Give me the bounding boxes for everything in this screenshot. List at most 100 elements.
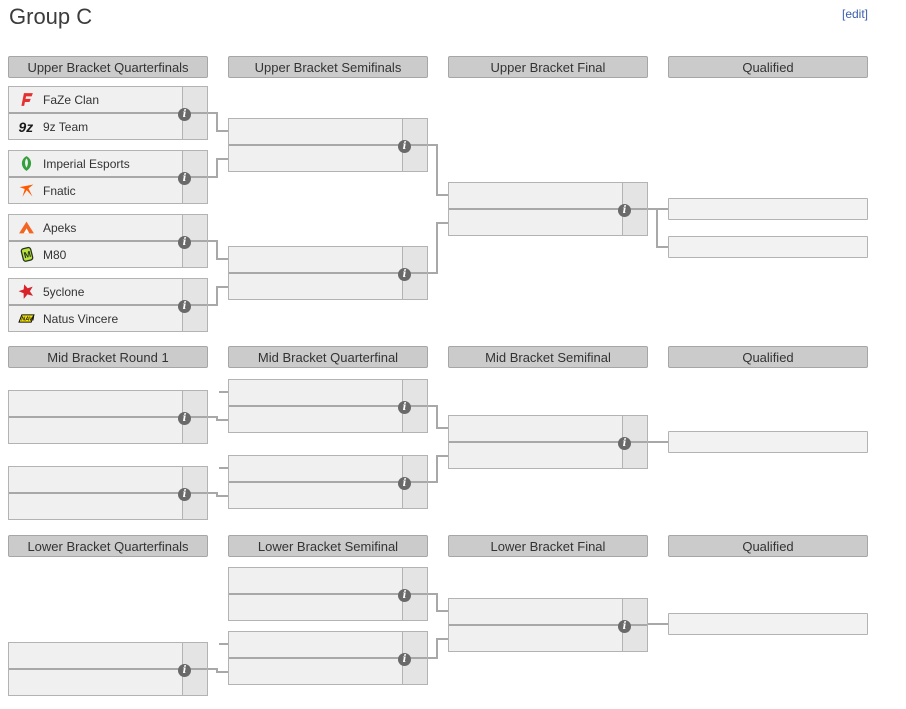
team-slot [229, 146, 427, 171]
match-mid-r1-2: i [8, 466, 208, 520]
match-ub-qf1: FaZe Clan 9z 9z Team i [8, 86, 208, 140]
info-icon[interactable]: i [398, 401, 411, 414]
team-slot [229, 632, 427, 657]
header-mid-quarterfinal: Mid Bracket Quarterfinal [228, 346, 428, 368]
bracket-connector [436, 405, 438, 429]
bracket-connector [216, 286, 228, 288]
match-mid-qf1: i [228, 379, 428, 433]
match-divider [9, 416, 207, 418]
match-divider [449, 441, 647, 443]
info-icon[interactable]: i [398, 140, 411, 153]
bracket-connector [208, 112, 218, 114]
info-icon[interactable]: i [398, 477, 411, 490]
team-name[interactable]: Apeks [43, 220, 77, 235]
team-slot: NAVI Natus Vincere [9, 306, 207, 331]
info-icon[interactable]: i [178, 108, 191, 121]
bracket-connector [436, 610, 448, 612]
bracket-connector [208, 240, 218, 242]
info-icon[interactable]: i [398, 268, 411, 281]
match-mid-r1-1: i [8, 390, 208, 444]
bracket-connector [208, 176, 218, 178]
header-upper-quarterfinals: Upper Bracket Quarterfinals [8, 56, 208, 78]
team-slot [229, 247, 427, 272]
bracket-connector [436, 638, 448, 640]
team-name[interactable]: 9z Team [43, 119, 89, 134]
header-lower-final: Lower Bracket Final [448, 535, 648, 557]
header-upper-qualified: Qualified [668, 56, 868, 78]
info-icon[interactable]: i [178, 664, 191, 677]
info-icon[interactable]: i [618, 620, 631, 633]
info-icon[interactable]: i [618, 437, 631, 450]
team-name[interactable]: Imperial Esports [43, 156, 130, 171]
info-icon[interactable]: i [398, 653, 411, 666]
bracket-connector [216, 112, 218, 132]
bracket-connector [436, 455, 448, 457]
info-icon-glyph: i [622, 204, 627, 216]
info-icon[interactable]: i [618, 204, 631, 217]
bracket-connector [216, 419, 228, 421]
info-icon-glyph: i [402, 653, 407, 665]
team-slot [229, 274, 427, 299]
bracket-connector [208, 492, 218, 494]
bracket-connector [216, 495, 228, 497]
team-name[interactable]: M80 [43, 247, 67, 262]
info-icon[interactable]: i [178, 412, 191, 425]
bracket-connector [216, 258, 228, 260]
team-slot [449, 210, 647, 235]
page-title: Group C [9, 4, 93, 29]
header-mid-qualified: Qualified [668, 346, 868, 368]
team-slot: FaZe Clan [9, 87, 207, 112]
team-name[interactable]: 5yclone [43, 284, 85, 299]
info-icon-glyph: i [182, 172, 187, 184]
info-icon[interactable]: i [178, 172, 191, 185]
team-slot [9, 670, 207, 695]
m80-logo-icon: M [9, 246, 43, 263]
team-slot [229, 595, 427, 620]
match-ub-qf2: Imperial Esports Fnatic i [8, 150, 208, 204]
match-divider [229, 144, 427, 146]
team-slot [9, 494, 207, 519]
bracket-connector [216, 671, 228, 673]
match-divider [229, 481, 427, 483]
info-icon[interactable]: i [398, 589, 411, 602]
team-slot: Imperial Esports [9, 151, 207, 176]
edit-link[interactable]: [edit] [841, 7, 868, 21]
bracket-connector [648, 623, 668, 625]
team-name[interactable]: Natus Vincere [43, 311, 119, 326]
info-icon[interactable]: i [178, 488, 191, 501]
match-ub-final: i [448, 182, 648, 236]
bracket-connector [436, 144, 438, 196]
match-divider [9, 492, 207, 494]
match-divider [9, 112, 207, 114]
bracket-connector [436, 427, 448, 429]
qualified-slot-upper-2 [668, 236, 868, 258]
bracket-connector [216, 286, 218, 306]
match-divider [229, 657, 427, 659]
info-icon-glyph: i [182, 300, 187, 312]
bracket-connector [428, 481, 438, 483]
bracket-connector [216, 668, 218, 673]
natus-vincere-logo-icon: NAVI [9, 310, 43, 327]
team-slot: Apeks [9, 215, 207, 240]
bracket-connector [436, 638, 438, 659]
match-mid-qf2: i [228, 455, 428, 509]
match-lb-sf1: i [228, 567, 428, 621]
info-icon[interactable]: i [178, 236, 191, 249]
team-slot: Fnatic [9, 178, 207, 203]
team-slot: 9z 9z Team [9, 114, 207, 139]
team-name[interactable]: Fnatic [43, 183, 76, 198]
team-slot [449, 416, 647, 441]
match-lb-sf2: i [228, 631, 428, 685]
team-name[interactable]: FaZe Clan [43, 92, 100, 107]
info-icon-glyph: i [402, 401, 407, 413]
match-divider [9, 668, 207, 670]
team-slot [449, 443, 647, 468]
bracket-connector [216, 158, 228, 160]
match-divider [9, 240, 207, 242]
match-ub-sf2: i [228, 246, 428, 300]
bracket-connector [428, 405, 438, 407]
info-icon[interactable]: i [178, 300, 191, 313]
match-ub-qf4: 5yclone NAVI Natus Vincere i [8, 278, 208, 332]
team-slot [449, 626, 647, 651]
bracket-connector [436, 222, 448, 224]
